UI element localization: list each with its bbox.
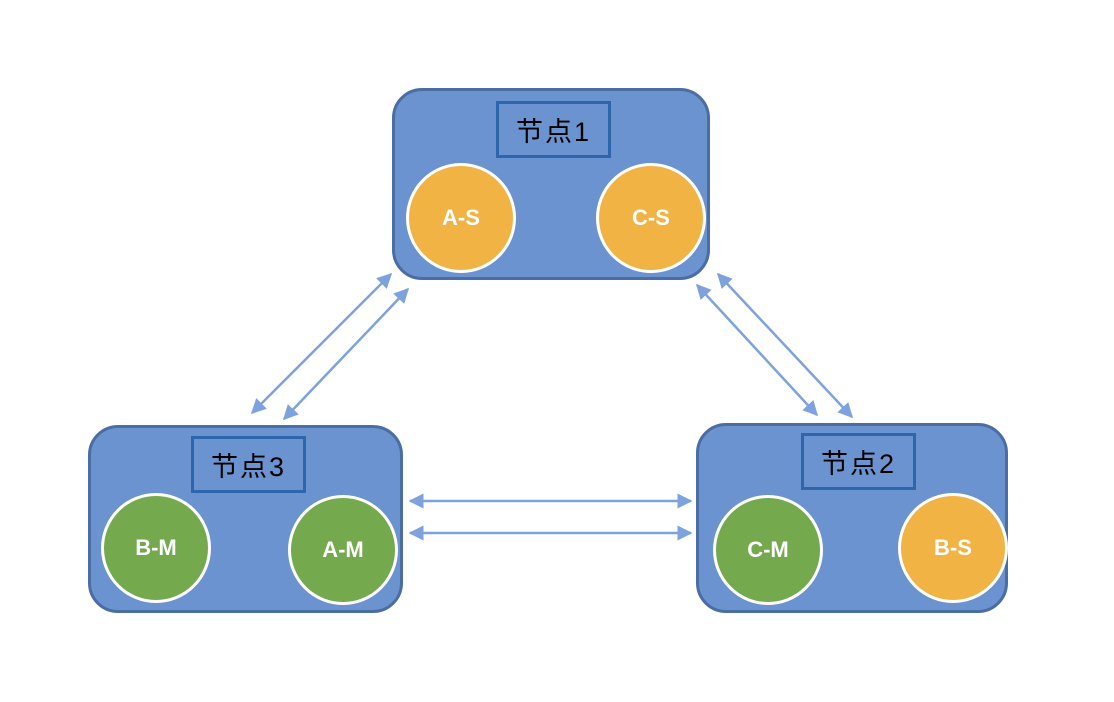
- node-3-label-box: 节点3: [191, 436, 306, 493]
- circle-b-m: B-M: [101, 493, 211, 603]
- node-3: 节点3 B-M A-M: [88, 425, 403, 613]
- node-1-label-box: 节点1: [496, 101, 611, 158]
- circle-a-m-label: A-M: [322, 537, 364, 562]
- circle-a-m: A-M: [288, 495, 398, 605]
- node-2-label-box: 节点2: [801, 433, 916, 490]
- circle-c-s: C-S: [596, 163, 706, 273]
- arrow-node1-node2-inner: [695, 283, 819, 417]
- circle-c-s-label: C-S: [632, 205, 670, 230]
- circle-a-s-label: A-S: [442, 205, 480, 230]
- arrow-node3-node1-outer: [250, 272, 393, 415]
- circle-b-s-label: B-S: [934, 535, 972, 560]
- node-1: 节点1 A-S C-S: [392, 88, 710, 280]
- circle-c-m: C-M: [713, 495, 823, 605]
- circle-c-m-label: C-M: [747, 537, 789, 562]
- node-2: 节点2 C-M B-S: [696, 423, 1008, 613]
- node-2-label: 节点2: [820, 449, 897, 479]
- arrow-node3-node1-inner: [282, 287, 410, 421]
- circle-b-m-label: B-M: [135, 535, 177, 560]
- arrow-node1-node2-outer: [716, 272, 854, 419]
- circle-b-s: B-S: [898, 493, 1008, 603]
- node-1-label: 节点1: [515, 117, 592, 147]
- node-3-label: 节点3: [210, 452, 287, 482]
- circle-a-s: A-S: [406, 163, 516, 273]
